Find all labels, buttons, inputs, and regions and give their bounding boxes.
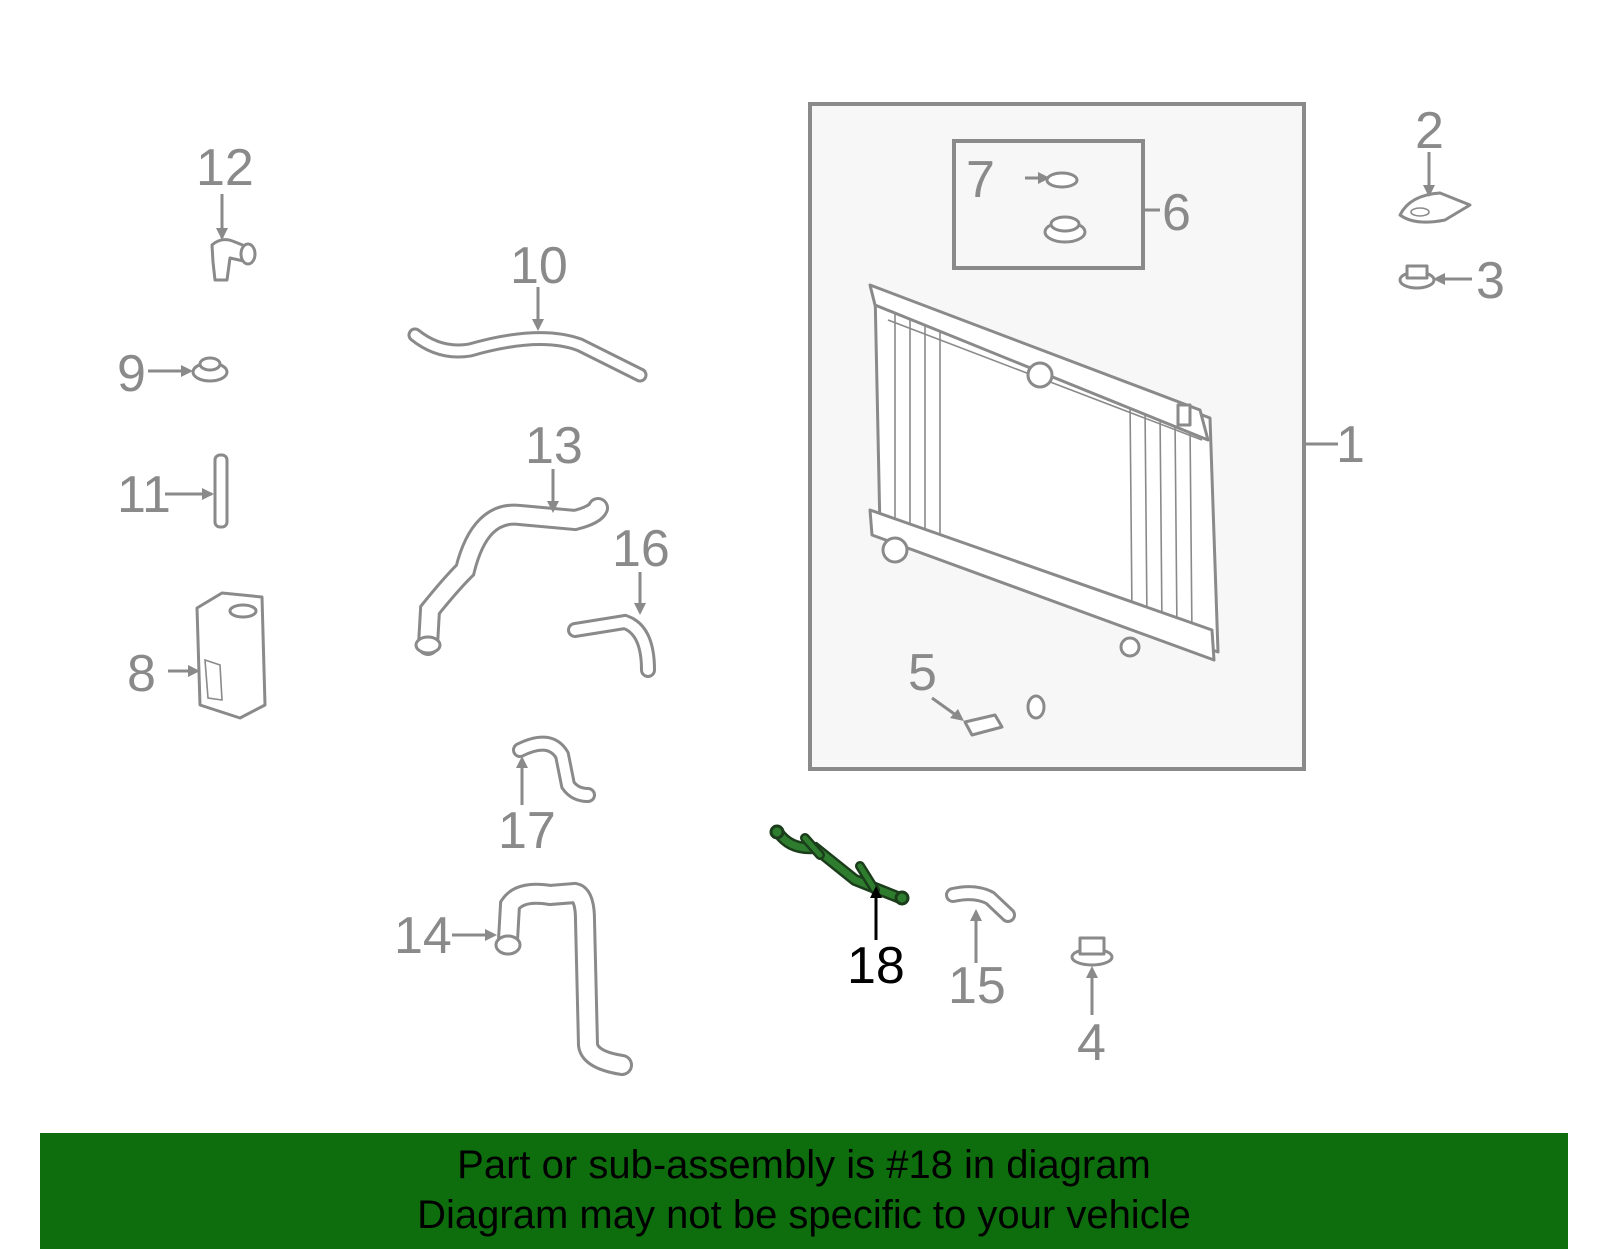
callout-labels: 1 2 3 4 5 6 7 8 9 10 11 12 13 14 15 16 1… <box>117 102 1505 1072</box>
callout-12[interactable]: 12 <box>196 139 254 197</box>
callout-4[interactable]: 4 <box>1077 1014 1106 1072</box>
reservoir-tank-part-8[interactable] <box>195 591 267 720</box>
callout-2[interactable]: 2 <box>1415 102 1444 160</box>
banner-line-1: Part or sub-assembly is #18 in diagram <box>457 1143 1151 1187</box>
radiator-cap-part-6[interactable] <box>1043 215 1087 244</box>
leader-arrowheads <box>181 172 1445 978</box>
callout-7[interactable]: 7 <box>966 151 995 209</box>
callout-16[interactable]: 16 <box>612 520 670 578</box>
radiator-part-1[interactable] <box>868 283 1220 662</box>
callout-17[interactable]: 17 <box>498 802 556 860</box>
callout-9[interactable]: 9 <box>117 345 146 403</box>
cap-subassembly-box <box>952 139 1145 270</box>
bracket-part-2[interactable] <box>1398 191 1472 224</box>
cushion-part-4[interactable] <box>1070 936 1114 967</box>
info-banner: Part or sub-assembly is #18 in diagram D… <box>40 1133 1568 1249</box>
fitting-part-12[interactable] <box>210 238 257 282</box>
lower-hose-part-14[interactable] <box>497 881 633 1076</box>
callout-13[interactable]: 13 <box>525 417 583 475</box>
cap-seal-part-7[interactable] <box>1045 171 1079 189</box>
callout-8[interactable]: 8 <box>127 645 156 703</box>
callout-1[interactable]: 1 <box>1336 416 1365 474</box>
callout-15[interactable]: 15 <box>948 957 1006 1015</box>
callout-6[interactable]: 6 <box>1162 184 1191 242</box>
callout-3[interactable]: 3 <box>1476 252 1505 310</box>
callout-14[interactable]: 14 <box>394 907 452 965</box>
callout-5[interactable]: 5 <box>908 644 937 702</box>
reservoir-cap-part-9[interactable] <box>191 356 229 383</box>
overflow-tube-part-11[interactable] <box>213 453 229 529</box>
banner-line-2: Diagram may not be specific to your vehi… <box>417 1193 1191 1237</box>
callout-18[interactable]: 18 <box>847 937 905 995</box>
water-pipe-part-18[interactable] <box>769 824 910 906</box>
cushion-part-3[interactable] <box>1398 264 1436 290</box>
drain-plug-part-5[interactable] <box>963 694 1046 737</box>
callout-10[interactable]: 10 <box>510 237 568 295</box>
callout-11[interactable]: 11 <box>117 466 171 524</box>
